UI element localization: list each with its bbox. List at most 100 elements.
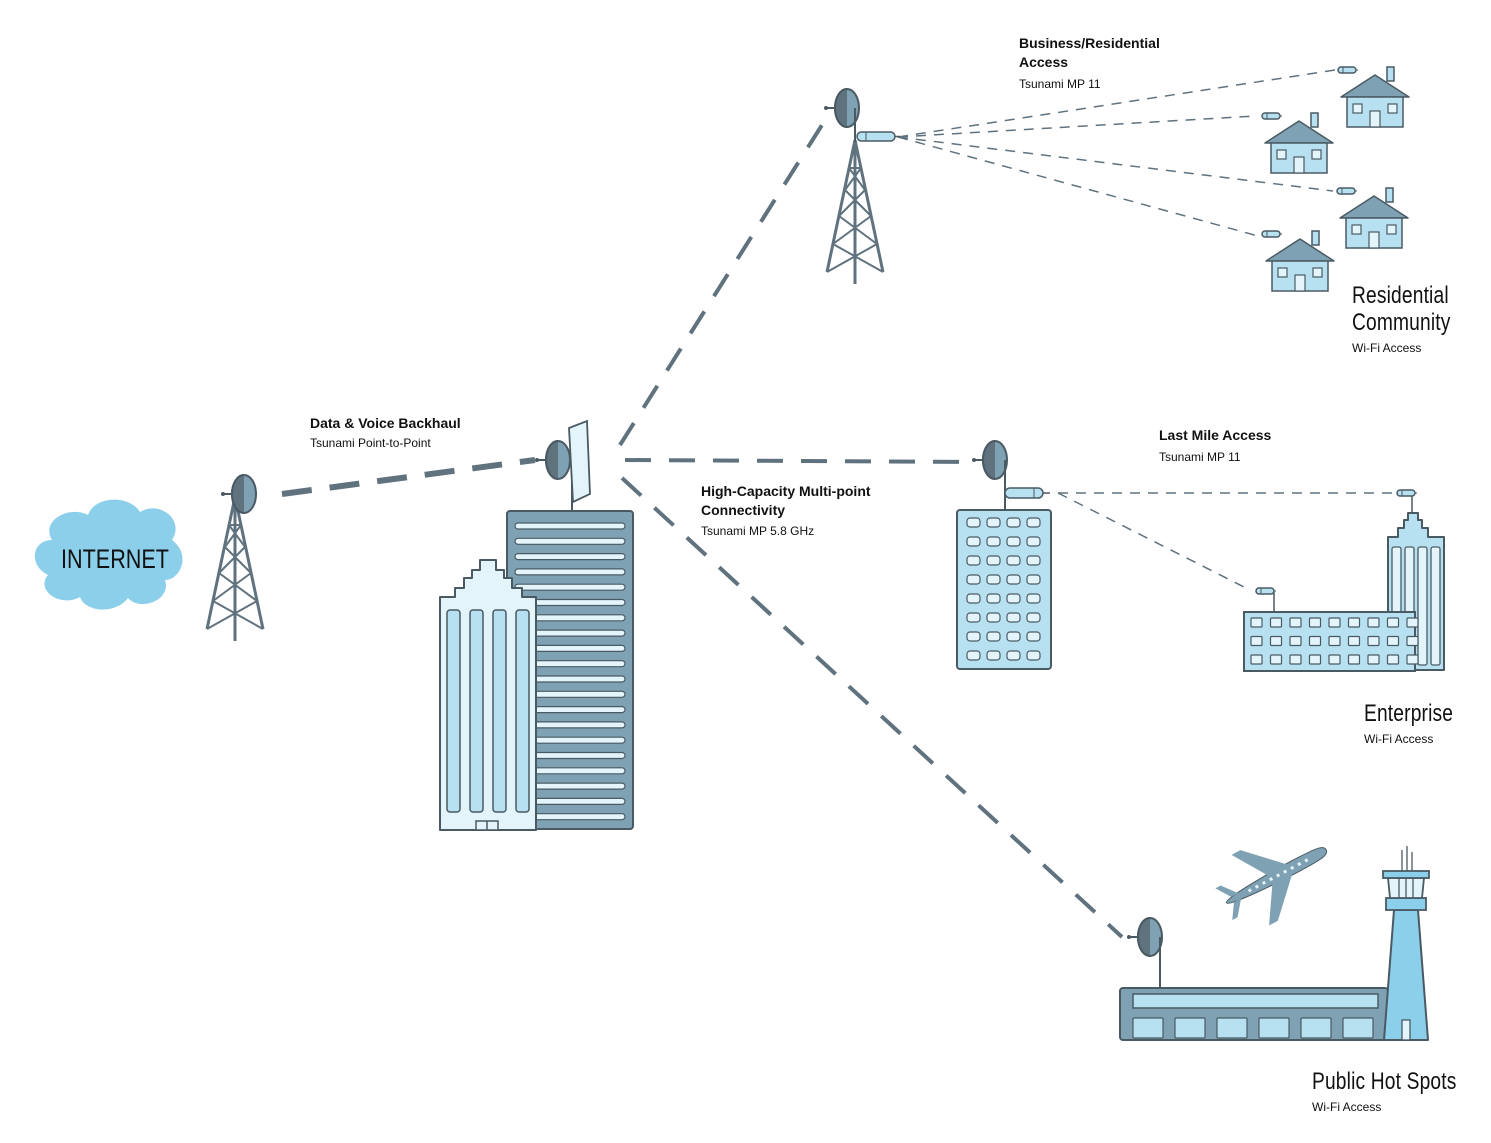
office-window xyxy=(1006,555,1021,566)
hub-tall-building xyxy=(506,510,634,830)
enterprise-window xyxy=(1250,635,1263,647)
office-window xyxy=(1006,574,1021,585)
multipoint-subtitle: Tsunami MP 5.8 GHz xyxy=(701,524,815,538)
enterprise-window xyxy=(1386,617,1400,628)
business-access-title-1: Business/Residential xyxy=(1019,35,1160,51)
enterprise-window xyxy=(1250,617,1263,628)
office-window xyxy=(1026,593,1041,604)
office-windows xyxy=(966,517,1041,661)
enterprise-window xyxy=(1347,654,1361,665)
enterprise-window xyxy=(1347,635,1361,647)
enterprise-window xyxy=(1328,635,1341,647)
office-window xyxy=(1026,536,1041,547)
office-window xyxy=(986,555,1001,566)
enterprise-window xyxy=(1328,617,1341,628)
link-multipoint-airport xyxy=(620,476,1124,939)
enterprise-window xyxy=(1367,654,1380,665)
multipoint-title-2: Connectivity xyxy=(701,502,786,518)
business-access-title-2: Access xyxy=(1019,54,1069,70)
enterprise-window xyxy=(1269,635,1283,647)
terminal-window xyxy=(1300,1017,1332,1039)
office-window xyxy=(1026,650,1041,661)
enterprise-window xyxy=(1406,635,1419,647)
enterprise-window xyxy=(1269,654,1283,665)
hub-building-floors xyxy=(514,522,626,821)
residential-subtitle: Wi-Fi Access xyxy=(1352,341,1422,355)
enterprise-window xyxy=(1367,635,1380,647)
floor-bar xyxy=(514,522,626,530)
control-tower xyxy=(1382,846,1430,1041)
office-window xyxy=(1026,612,1041,623)
link-backhaul xyxy=(281,457,536,497)
terminal-window xyxy=(1132,1017,1164,1039)
link-multipoint-office xyxy=(624,458,976,464)
office-window xyxy=(1026,574,1041,585)
enterprise-window xyxy=(1328,654,1341,665)
enterprise-title: Enterprise xyxy=(1364,700,1454,727)
airplane-icon xyxy=(1215,847,1328,926)
hub-antennas xyxy=(534,419,591,511)
terminal-window xyxy=(1342,1017,1374,1039)
office-window xyxy=(966,593,981,604)
hotspots-subtitle: Wi-Fi Access xyxy=(1312,1100,1382,1114)
backhaul-tower xyxy=(205,474,265,643)
enterprise-window xyxy=(1289,617,1302,628)
office-window xyxy=(986,536,1001,547)
office-window xyxy=(966,536,981,547)
terminal-window xyxy=(1174,1017,1206,1039)
enterprise-window xyxy=(1269,617,1283,628)
house-3 xyxy=(1336,187,1409,249)
enterprise-window xyxy=(1367,617,1380,628)
hub-front-building xyxy=(439,559,537,831)
multipoint-title-1: High-Capacity Multi-point xyxy=(701,483,871,499)
link-multipoint-tower xyxy=(618,123,824,447)
links-residential xyxy=(897,69,1336,237)
house-4 xyxy=(1261,230,1335,292)
office-window xyxy=(986,650,1001,661)
office-window xyxy=(1006,517,1021,528)
office-window xyxy=(966,631,981,642)
house-2 xyxy=(1261,112,1334,174)
office-window xyxy=(1026,555,1041,566)
enterprise-window xyxy=(1250,654,1263,665)
floor-bar xyxy=(514,552,626,561)
terminal-window xyxy=(1258,1017,1290,1039)
hotspots-title: Public Hot Spots xyxy=(1312,1068,1457,1095)
office-window xyxy=(986,593,1001,604)
office-window xyxy=(986,612,1001,623)
office-window xyxy=(986,631,1001,642)
enterprise-window xyxy=(1308,617,1322,628)
backhaul-subtitle: Tsunami Point-to-Point xyxy=(310,436,431,450)
office-window xyxy=(1026,517,1041,528)
enterprise-window xyxy=(1386,654,1400,665)
backhaul-title: Data & Voice Backhaul xyxy=(310,415,461,431)
office-window xyxy=(966,517,981,528)
links-enterprise xyxy=(1057,492,1395,591)
office-window xyxy=(966,650,981,661)
terminal-window xyxy=(1216,1017,1248,1039)
office-window xyxy=(966,574,981,585)
access-tower xyxy=(823,88,900,286)
residential-title-1: Residential xyxy=(1352,282,1449,309)
office-window xyxy=(986,574,1001,585)
last-mile-subtitle: Tsunami MP 11 xyxy=(1159,450,1241,464)
office-window xyxy=(1006,536,1021,547)
internet-label: INTERNET xyxy=(61,544,169,574)
airport-terminal xyxy=(1119,917,1389,1041)
terminal-windows xyxy=(1132,1017,1374,1039)
office-window xyxy=(1006,612,1021,623)
enterprise-windows xyxy=(1250,617,1419,665)
enterprise-window xyxy=(1406,617,1419,628)
office-window xyxy=(1006,631,1021,642)
enterprise-window xyxy=(1347,617,1361,628)
residential-title-2: Community xyxy=(1352,309,1451,336)
enterprise-window xyxy=(1289,654,1302,665)
enterprise-window xyxy=(1308,654,1322,665)
office-building xyxy=(956,440,1052,670)
internet-cloud xyxy=(34,499,183,610)
office-window xyxy=(1006,593,1021,604)
last-mile-title: Last Mile Access xyxy=(1159,427,1272,443)
enterprise-window xyxy=(1308,635,1322,647)
floor-bar xyxy=(514,583,626,591)
